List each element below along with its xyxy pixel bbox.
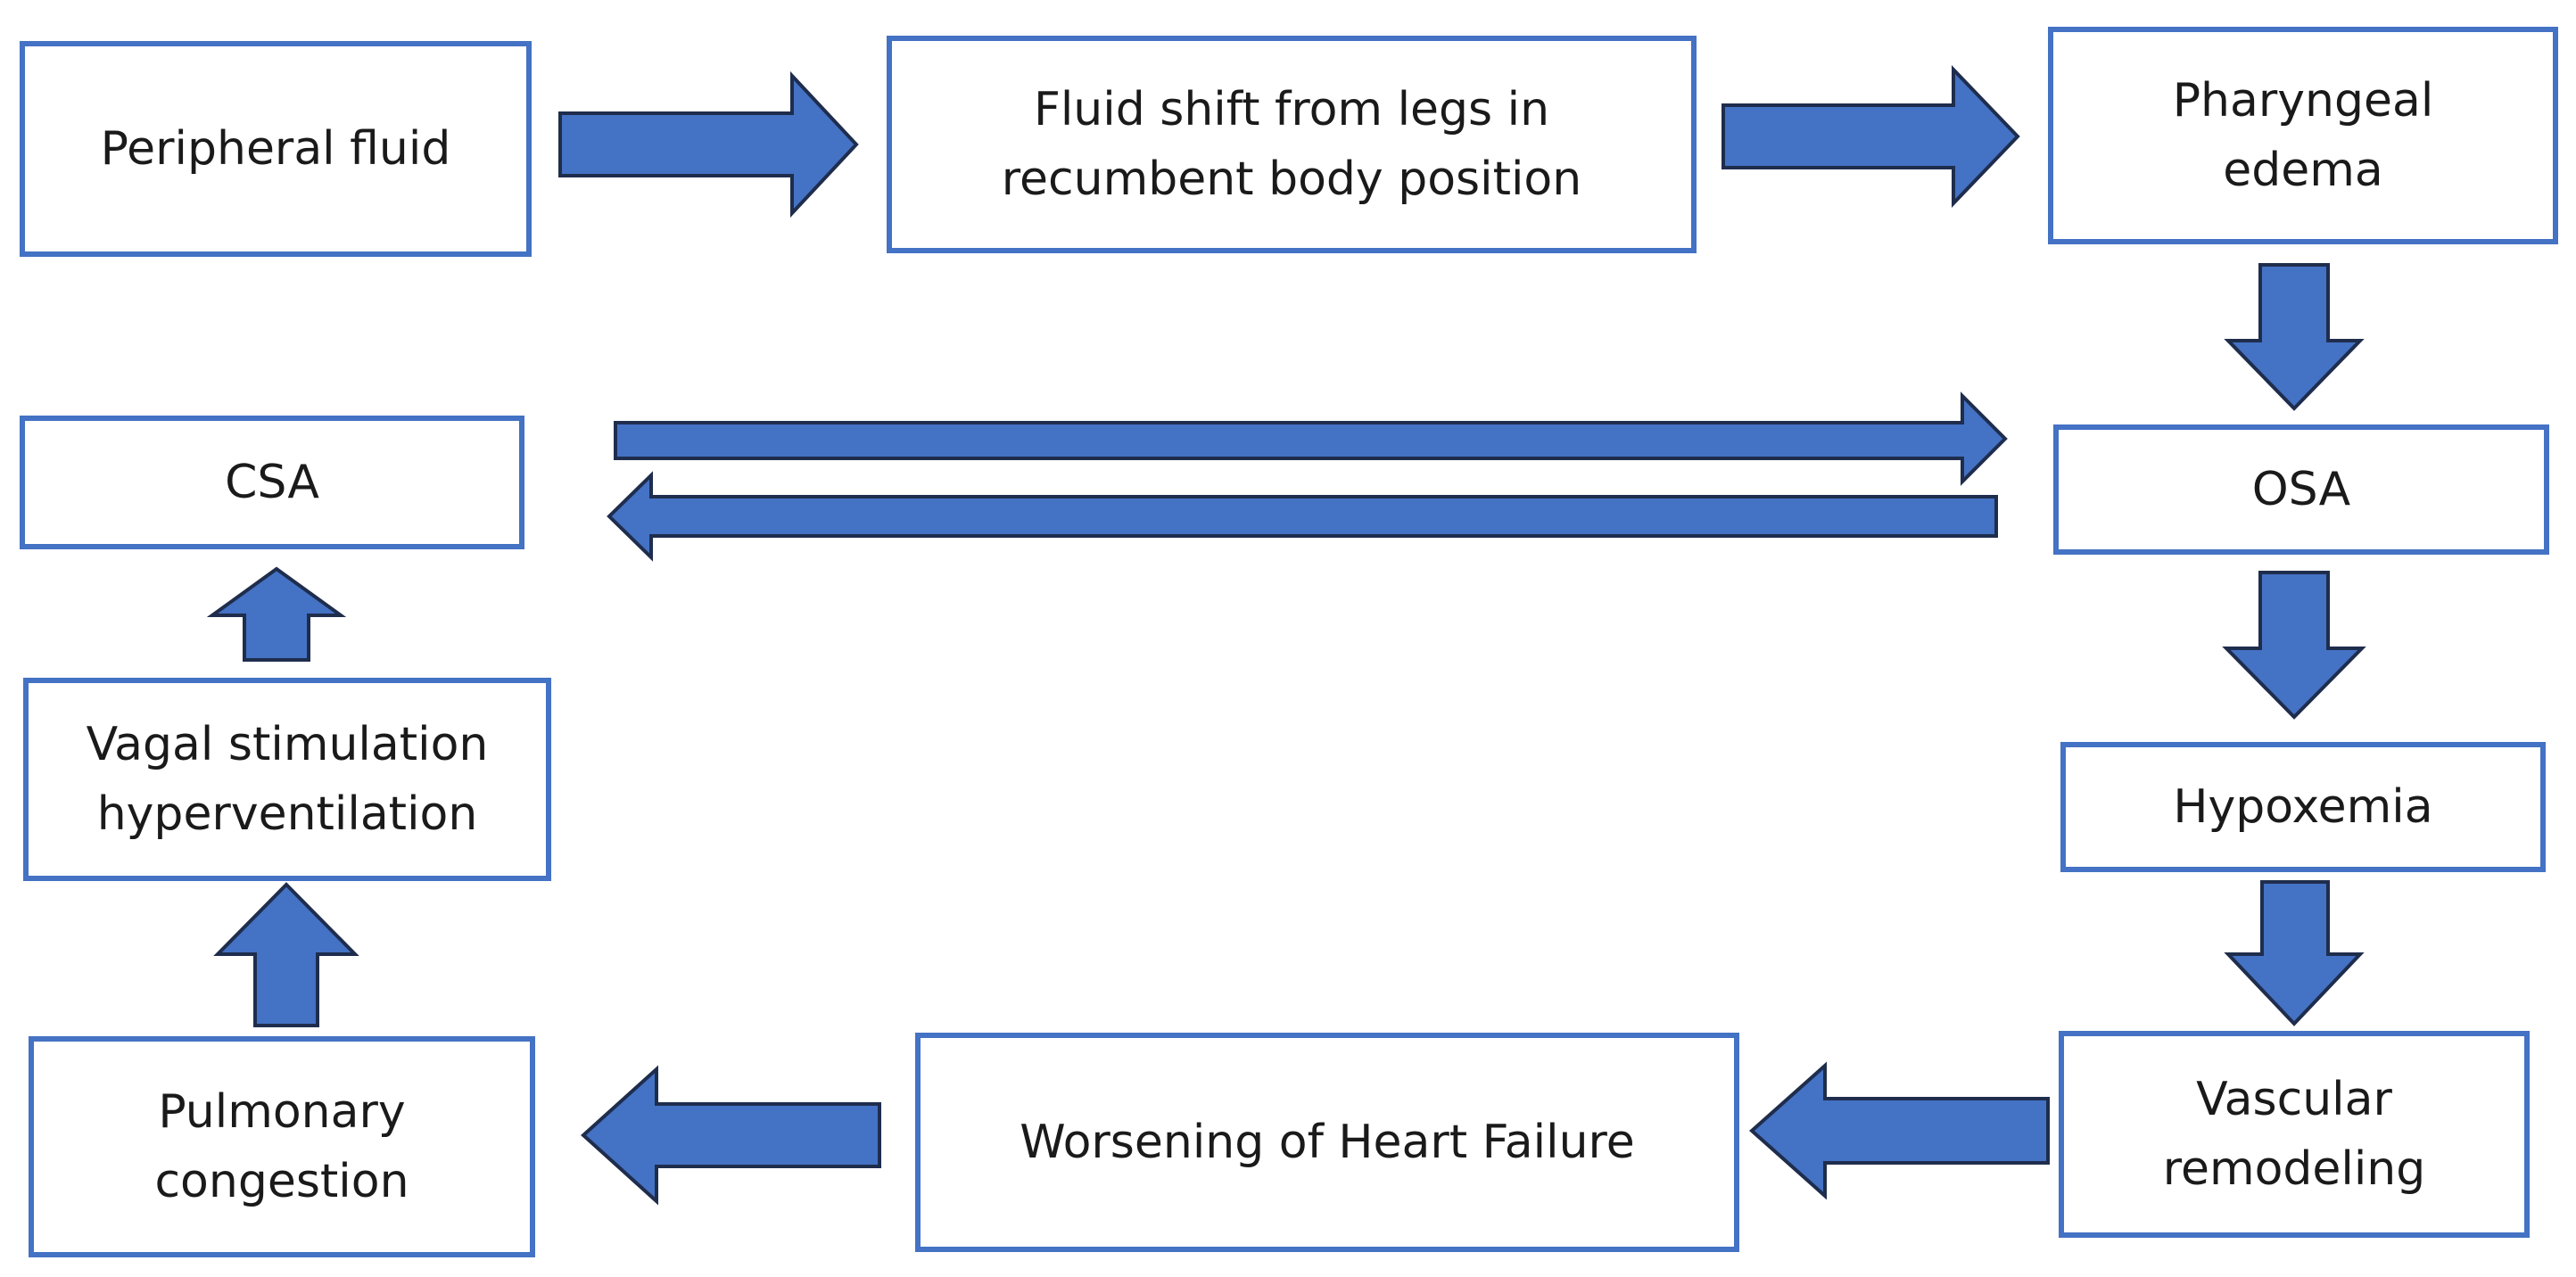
arrow-pharyngeal-to-osa bbox=[2224, 263, 2365, 411]
arrow-osa-to-hypoxemia bbox=[2222, 571, 2366, 720]
arrow-osa-to-csa bbox=[607, 471, 1998, 562]
node-fluid-shift-line1: Fluid shift from legs in bbox=[1033, 83, 1550, 136]
node-vagal-stimulation-line2: hyperventilation bbox=[96, 787, 478, 841]
node-pulmonary-congestion-line1: Pulmonary bbox=[158, 1085, 406, 1139]
node-vascular-remodeling: Vascular remodeling bbox=[2059, 1031, 2530, 1238]
node-hypoxemia: Hypoxemia bbox=[2060, 742, 2546, 872]
node-hypoxemia-label: Hypoxemia bbox=[2173, 780, 2433, 834]
node-vascular-remodeling-line1: Vascular bbox=[2196, 1073, 2392, 1126]
arrow-csa-to-osa bbox=[614, 391, 2008, 486]
arrow-pulmonary-to-vagal bbox=[213, 882, 359, 1027]
node-osa: OSA bbox=[2053, 424, 2549, 555]
arrow-fluid-shift-to-pharyngeal bbox=[1721, 65, 2020, 208]
node-pharyngeal-edema-line1: Pharyngeal bbox=[2172, 74, 2434, 128]
node-worsening-heart-failure-label: Worsening of Heart Failure bbox=[1020, 1116, 1635, 1169]
node-csa: CSA bbox=[20, 416, 524, 549]
node-pulmonary-congestion-line2: congestion bbox=[154, 1155, 409, 1208]
node-pulmonary-congestion: Pulmonary congestion bbox=[29, 1036, 535, 1257]
node-peripheral-fluid-label: Peripheral fluid bbox=[100, 122, 451, 176]
arrow-vagal-to-csa bbox=[206, 566, 347, 662]
node-worsening-heart-failure: Worsening of Heart Failure bbox=[915, 1033, 1739, 1252]
node-peripheral-fluid: Peripheral fluid bbox=[20, 41, 532, 257]
node-vascular-remodeling-line2: remodeling bbox=[2162, 1142, 2426, 1196]
node-pharyngeal-edema: Pharyngeal edema bbox=[2048, 27, 2558, 244]
node-fluid-shift: Fluid shift from legs in recumbent body … bbox=[887, 36, 1697, 253]
arrow-heart-failure-to-pulmonary bbox=[581, 1065, 881, 1206]
node-fluid-shift-line2: recumbent body position bbox=[1001, 152, 1582, 206]
node-vagal-stimulation-line1: Vagal stimulation bbox=[86, 718, 489, 771]
node-osa-label: OSA bbox=[2251, 463, 2351, 516]
arrow-vascular-to-heart-failure bbox=[1748, 1061, 2050, 1200]
node-vagal-stimulation: Vagal stimulation hyperventilation bbox=[23, 678, 551, 881]
arrow-peripheral-to-fluid-shift bbox=[558, 70, 859, 218]
node-pharyngeal-edema-line2: edema bbox=[2223, 144, 2383, 197]
arrow-hypoxemia-to-vascular bbox=[2224, 880, 2365, 1026]
node-csa-label: CSA bbox=[225, 456, 319, 509]
